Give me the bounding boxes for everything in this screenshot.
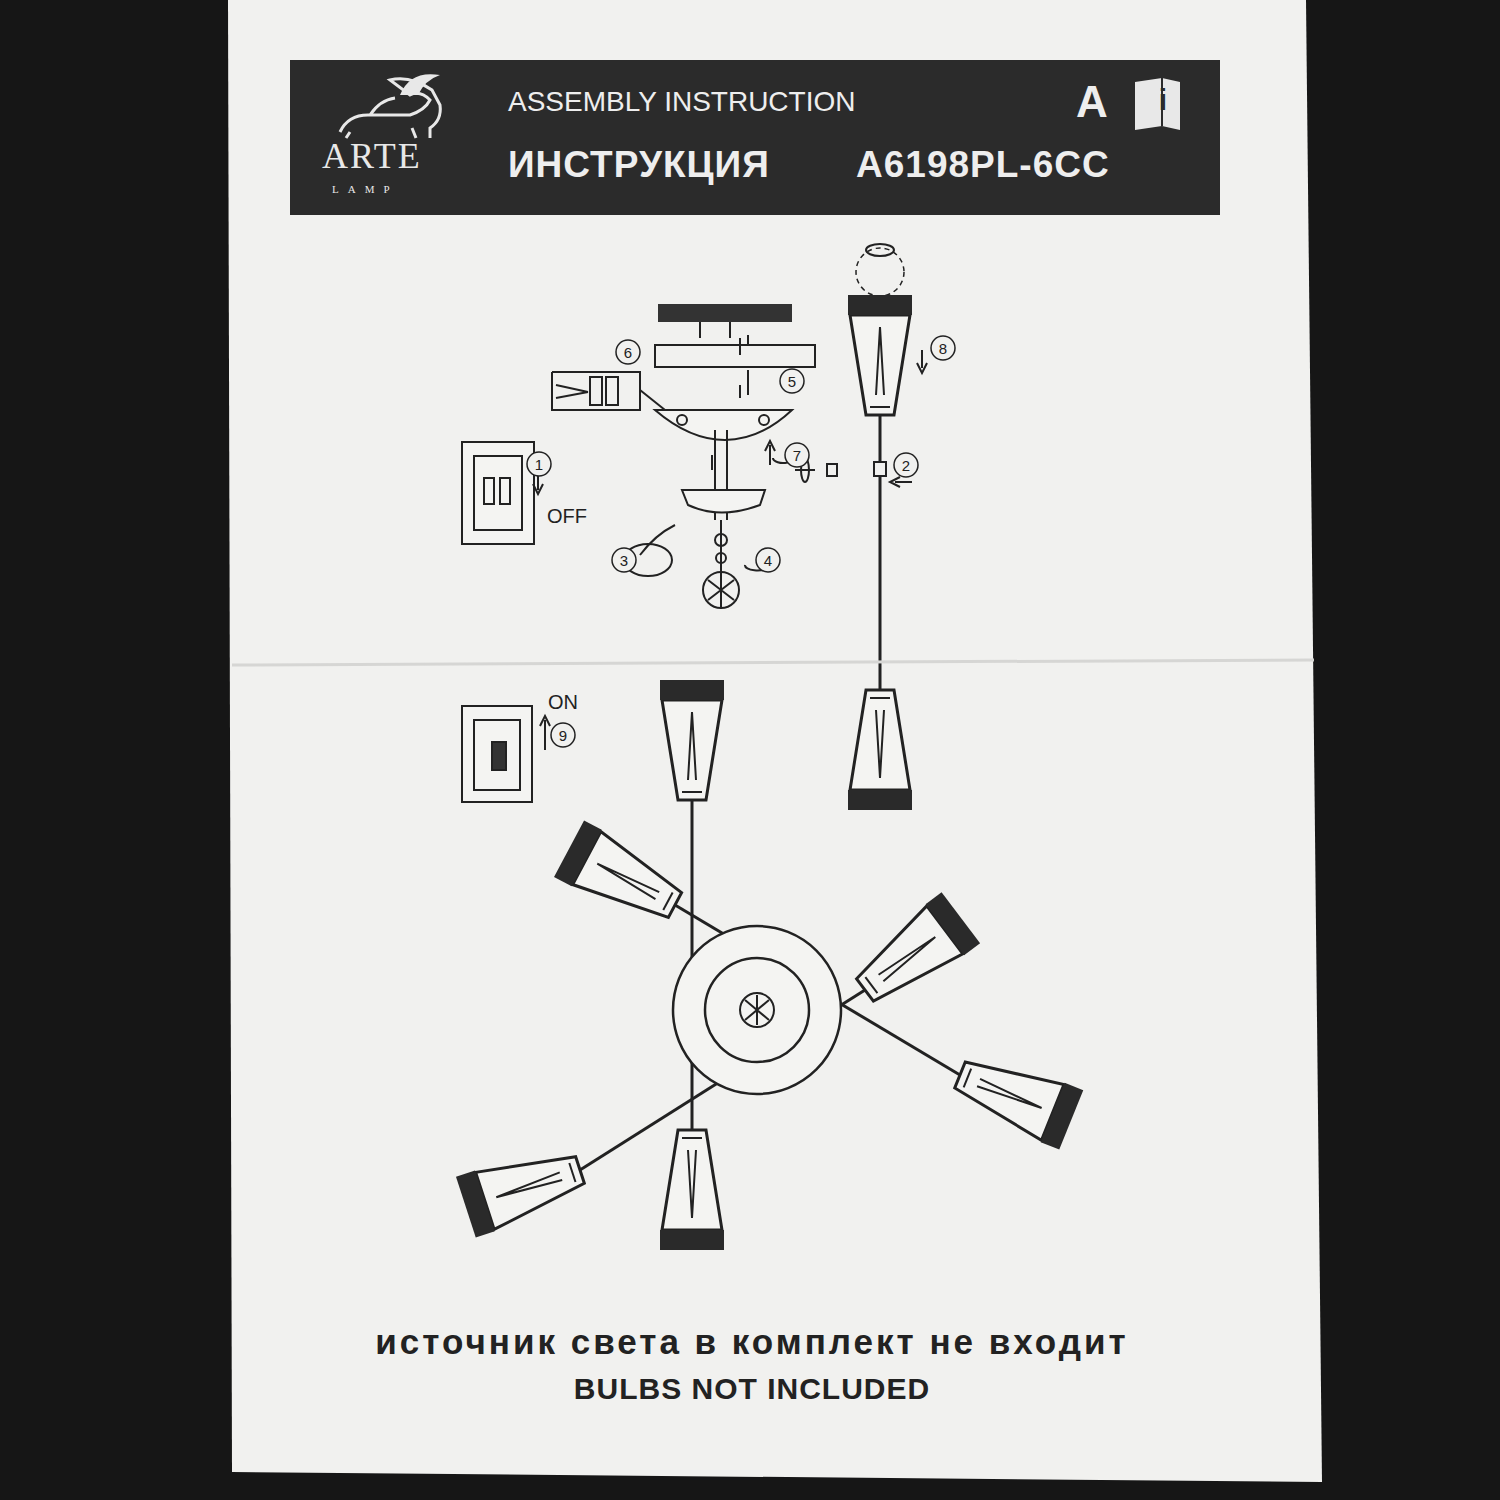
callout-number: 1 [535, 457, 543, 472]
callout-number: 2 [902, 458, 910, 473]
callout-number: 5 [788, 374, 796, 389]
paper-sheet [228, 0, 1322, 1482]
callout-number: 6 [624, 345, 632, 360]
brand-subtitle: LAMP [332, 184, 399, 195]
callout-number: 4 [764, 553, 772, 568]
heading-russian: ИНСТРУКЦИЯ [508, 146, 770, 183]
mounting-parts [552, 322, 837, 608]
model-number: A6198PL-6CC [856, 146, 1110, 183]
header-band [290, 60, 1220, 215]
chandelier [456, 680, 1083, 1250]
header-band: ARTE LAMP ASSEMBLY INSTRUCTION ИНСТРУКЦИЯ A6… [290, 60, 1220, 215]
footer-note: источник света в комплект не входит [375, 1324, 1128, 1359]
heading-english: ASSEMBLY INSTRUCTION [508, 88, 855, 116]
info-icon-letter: i [1159, 85, 1167, 115]
single-arm [848, 244, 912, 810]
ceiling [658, 304, 792, 322]
callout-number: 8 [939, 341, 947, 356]
class-letter: A [1076, 80, 1108, 124]
brand-name: ARTE [322, 138, 422, 174]
paper-fold [232, 660, 1314, 665]
switch-state: OFF [547, 506, 587, 526]
callout-number: 9 [559, 728, 567, 743]
switch-state: ON [548, 692, 578, 712]
callout-number: 7 [793, 448, 801, 463]
switch [462, 442, 534, 802]
footer-note: BULBS NOT INCLUDED [574, 1374, 930, 1404]
callout-number: 3 [620, 553, 628, 568]
